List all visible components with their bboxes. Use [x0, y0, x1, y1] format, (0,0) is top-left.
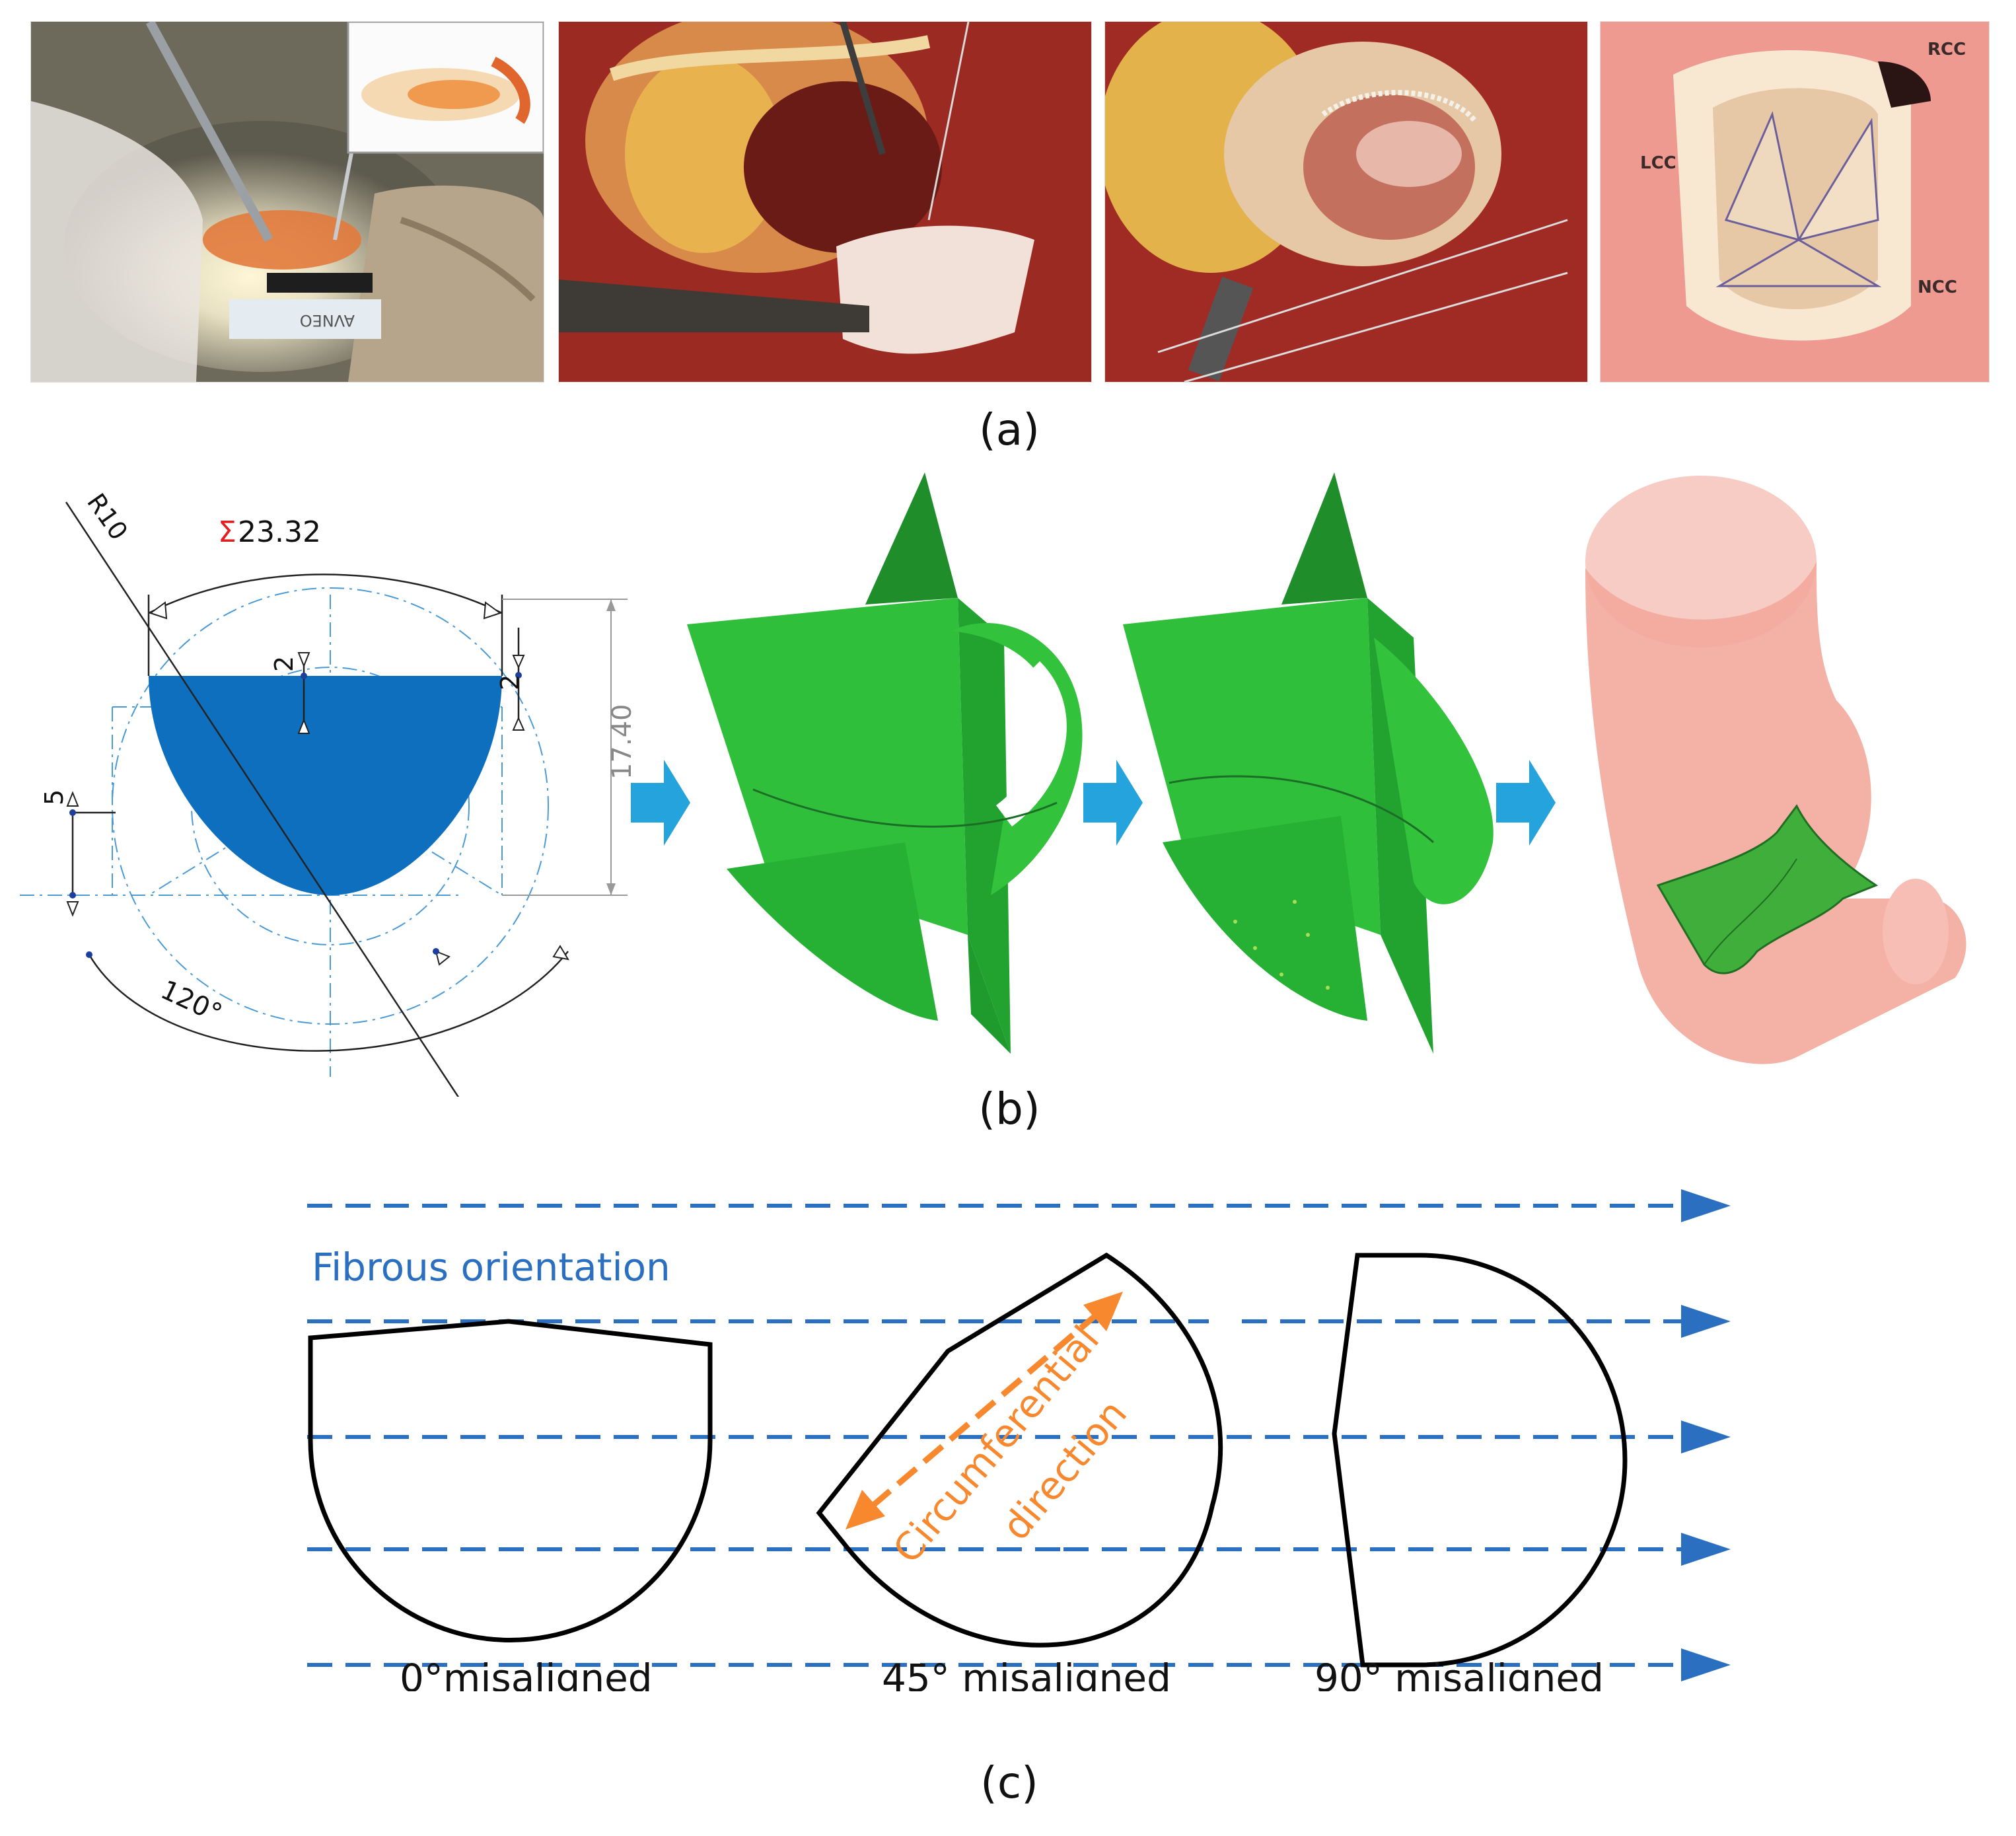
process-arrow-3: [1496, 760, 1556, 846]
caption-45deg: 45° misaligned: [882, 1656, 1171, 1691]
process-arrow-1: [631, 760, 690, 846]
left-offset-dim: 5: [40, 789, 69, 805]
sutured-valve-photo: [1104, 21, 1588, 383]
leaflet-shape: [149, 676, 502, 895]
lcc-label: LCC: [1640, 153, 1676, 173]
leaflet-implant-photo: [558, 21, 1092, 383]
panel-c-label: (c): [980, 1757, 1038, 1808]
fiber-orientation-label: Fibrous orientation: [312, 1245, 670, 1290]
caption-90deg: 90° misaligned: [1314, 1656, 1604, 1691]
leaflet-0deg: [308, 1319, 713, 1642]
ncc-label: NCC: [1918, 277, 1957, 297]
height-dim: 17.40: [607, 704, 637, 780]
panel-a-label: (a): [979, 404, 1040, 455]
center-offset-dim: 2: [270, 656, 299, 672]
reconstructed-valve-photo: LCC RCC NCC: [1600, 21, 1990, 383]
aortic-root-model: [1585, 476, 1966, 1064]
leaflet-sketch: R10 Σ 23.32 17.40 2 2 5 120°: [20, 488, 637, 1097]
panel-b-label: (b): [978, 1083, 1040, 1134]
arc-length-dim: 23.32: [238, 515, 321, 549]
fiber-orientation-diagram: Fibrous orientation Circumferential dire…: [307, 1189, 1731, 1691]
process-arrow-2: [1083, 760, 1143, 846]
side-offset-dim: 2: [495, 675, 524, 690]
caption-0deg: 0°misaligned: [400, 1656, 653, 1691]
leaflet-45deg: [816, 1252, 1223, 1648]
shell-model-closed: [1123, 472, 1494, 1054]
stamp-text: AVNEO: [300, 311, 355, 330]
arc-sigma: Σ: [218, 515, 236, 549]
leaflet-90deg: [1332, 1253, 1628, 1668]
surgery-overview-photo: AVNEO: [30, 21, 544, 383]
rcc-label: RCC: [1927, 40, 1966, 59]
shell-model-open: [687, 472, 1083, 1054]
